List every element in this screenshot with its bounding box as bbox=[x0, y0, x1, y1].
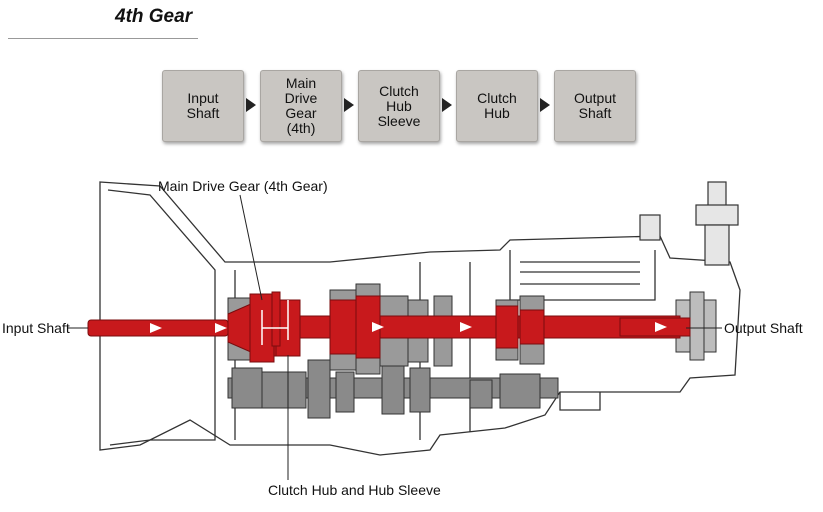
flow-arrow-icon bbox=[246, 98, 256, 112]
title-divider bbox=[8, 38, 198, 39]
transmission-cutaway-diagram bbox=[68, 181, 741, 480]
flow-internal-lines bbox=[261, 300, 289, 345]
power-flow-sequence: Input Shaft Main Drive Gear (4th) Clutch… bbox=[162, 70, 638, 142]
counter-shaft bbox=[227, 359, 559, 419]
leader-lines bbox=[68, 194, 722, 480]
flow-arrow-icon bbox=[344, 98, 354, 112]
shift-tower bbox=[639, 181, 739, 266]
power-flow-path bbox=[87, 291, 691, 363]
label-clutch-hub: Clutch Hub and Hub Sleeve bbox=[268, 482, 441, 498]
flow-box-clutch-hub: Clutch Hub bbox=[456, 70, 538, 142]
flow-box-output-shaft: Output Shaft bbox=[554, 70, 636, 142]
flow-direction-arrows bbox=[150, 322, 667, 333]
flow-box-main-drive-gear: Main Drive Gear (4th) bbox=[260, 70, 342, 142]
label-main-drive-gear: Main Drive Gear (4th Gear) bbox=[158, 178, 328, 194]
page-title: 4th Gear bbox=[115, 6, 193, 27]
label-output-shaft: Output Shaft bbox=[724, 320, 803, 336]
label-input-shaft: Input Shaft bbox=[2, 320, 70, 336]
flow-box-input-shaft: Input Shaft bbox=[162, 70, 244, 142]
flow-arrow-icon bbox=[540, 98, 550, 112]
flow-arrow-icon bbox=[442, 98, 452, 112]
flow-box-clutch-hub-sleeve: Clutch Hub Sleeve bbox=[358, 70, 440, 142]
